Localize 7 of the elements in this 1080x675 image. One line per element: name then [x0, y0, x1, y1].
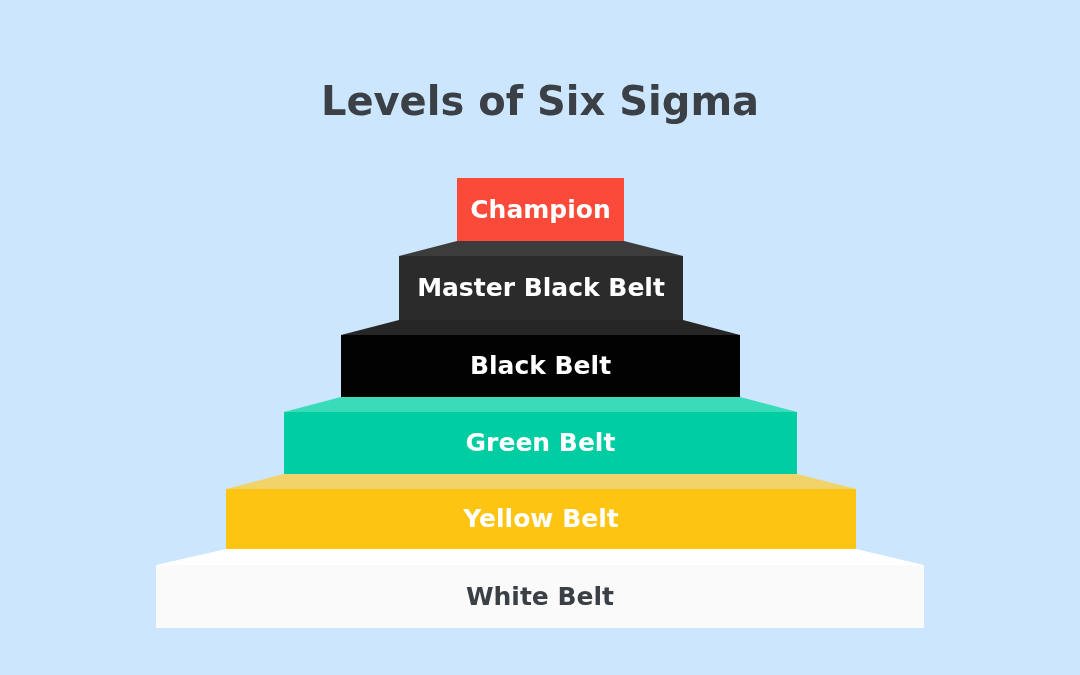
step-label: Champion — [469, 194, 612, 225]
step-label: White Belt — [464, 581, 616, 612]
step-label: Yellow Belt — [462, 504, 620, 534]
step-label: Master Black Belt — [416, 273, 666, 303]
step-label: Black Belt — [468, 351, 613, 381]
title: Levels of Six Sigma — [319, 78, 761, 124]
step-label: Green Belt — [464, 428, 617, 458]
